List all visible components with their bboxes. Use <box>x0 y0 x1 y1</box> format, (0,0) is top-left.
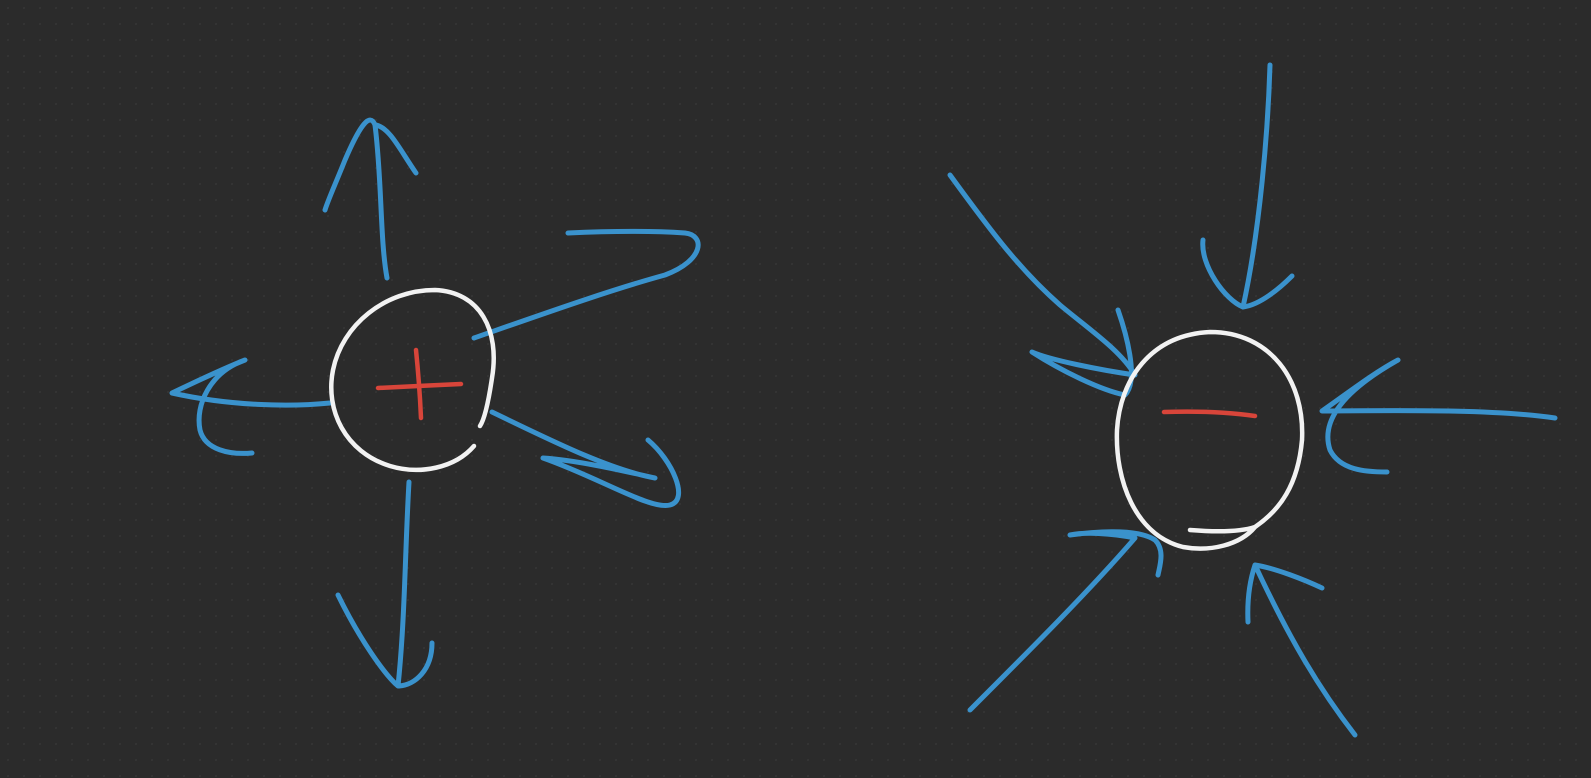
field-line-upper-right-arrow <box>471 228 701 341</box>
field-line-up-arrow-wing <box>373 122 419 176</box>
positive-charge-group <box>169 117 701 689</box>
field-line-lower-right-arrow-inward <box>1245 562 1358 738</box>
field-line-left-arrow <box>169 357 333 456</box>
negative-charge-group <box>947 62 1558 738</box>
negative-charge-circle <box>1114 329 1305 551</box>
field-line-right-arrow <box>1319 357 1558 475</box>
field-line-lower-left-arrow <box>967 529 1164 713</box>
field-line-down-arrow <box>335 479 435 689</box>
field-line-up-arrow <box>322 117 390 281</box>
positive-charge-circle <box>329 287 496 473</box>
plus-sign-vertical <box>413 347 424 421</box>
field-line-top-arrow <box>1200 62 1295 310</box>
field-line-lower-right-arrow <box>489 409 682 508</box>
field-line-upper-left-arrow <box>947 172 1138 398</box>
minus-sign <box>1161 409 1258 419</box>
plus-sign-horizontal <box>375 381 464 391</box>
